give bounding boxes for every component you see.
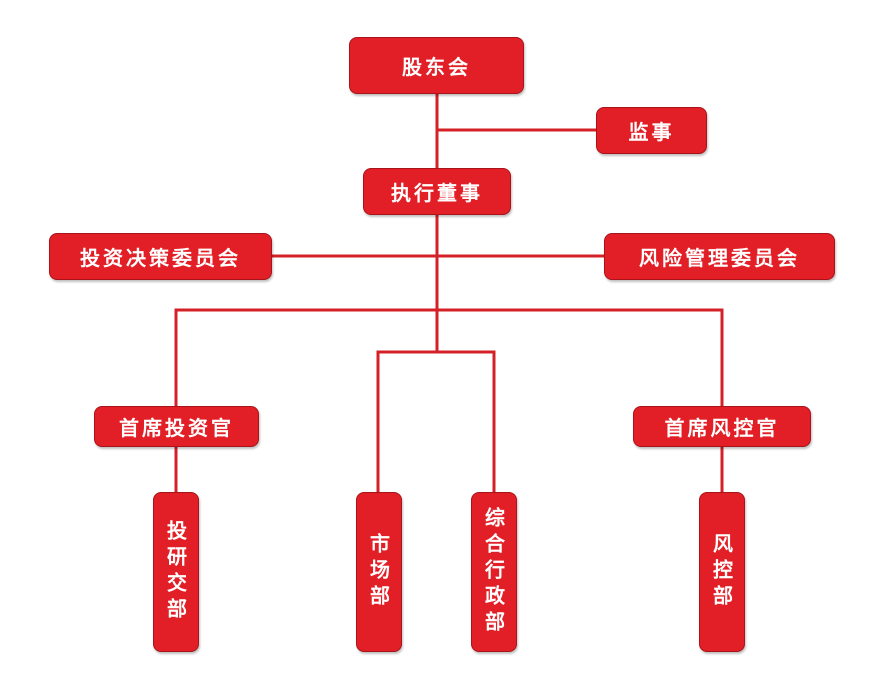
node-cro: 首席风控官 bbox=[633, 406, 811, 447]
node-investment-committee: 投资决策委员会 bbox=[49, 233, 272, 280]
node-risk-dept: 风控部 bbox=[699, 492, 745, 652]
node-cio: 首席投资官 bbox=[94, 406, 259, 447]
node-risk-committee: 风险管理委员会 bbox=[604, 233, 835, 280]
node-research-dept: 投研交部 bbox=[153, 492, 199, 652]
node-supervisor: 监事 bbox=[596, 107, 707, 154]
node-executive-director: 执行董事 bbox=[363, 168, 511, 215]
node-shareholders: 股东会 bbox=[349, 37, 524, 94]
node-admin-dept: 综合行政部 bbox=[471, 492, 517, 652]
node-marketing-dept: 市场部 bbox=[356, 492, 402, 652]
